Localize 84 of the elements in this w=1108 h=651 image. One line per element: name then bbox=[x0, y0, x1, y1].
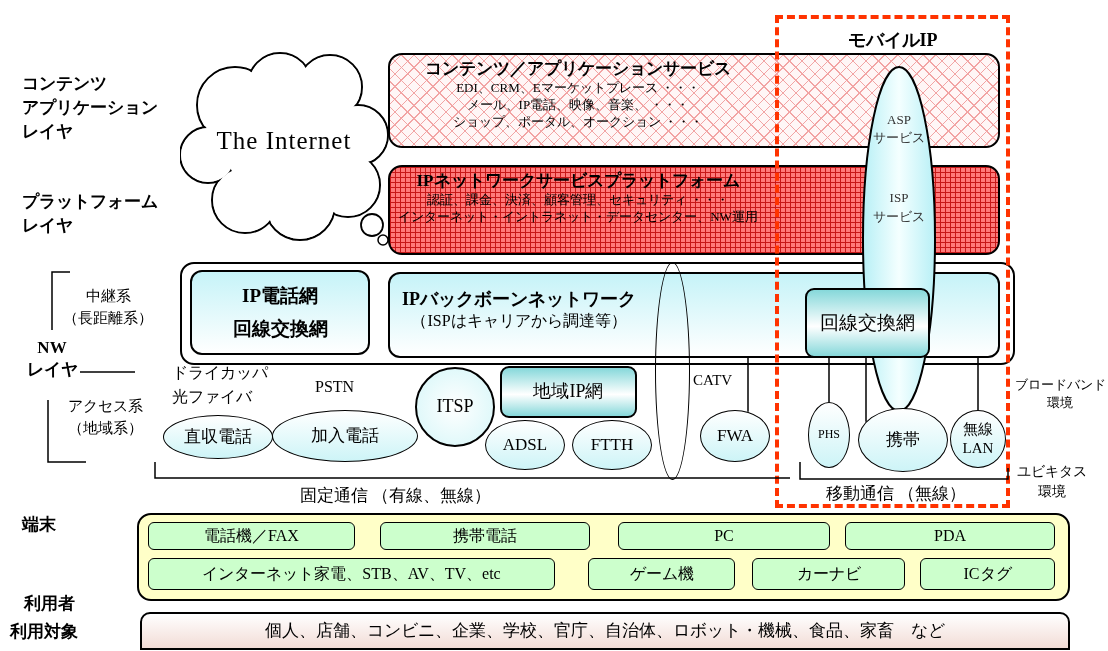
terminal-item bbox=[920, 558, 1055, 590]
layer-sublabel: 中継系 bbox=[85, 287, 131, 306]
category-label: 固定通信 （有線、無線） bbox=[300, 485, 492, 507]
connector-line bbox=[828, 357, 830, 403]
panel-heading: IPネットワークサービスプラットフォーム bbox=[416, 170, 740, 192]
environment-label: ブロードバンド bbox=[1015, 376, 1106, 394]
layer-sublabel: （地域系） bbox=[67, 419, 143, 438]
panel-text: メール、IP電話、映像、音楽、 ・・・ bbox=[466, 97, 690, 114]
access-name: 直収電話 bbox=[184, 425, 252, 448]
layer-label: NW bbox=[37, 337, 67, 359]
network-circle bbox=[415, 367, 495, 447]
access-name: FWA bbox=[717, 424, 753, 447]
terminal-name: カーナビ bbox=[796, 563, 861, 584]
access-name: FTTH bbox=[590, 433, 634, 456]
network-block bbox=[805, 288, 930, 358]
layer-label: コンテンツ bbox=[22, 73, 107, 95]
access-name: 携帯 bbox=[886, 428, 920, 451]
panel-text: インターネット・イントラネット・データセンター、NW運用 bbox=[398, 209, 758, 226]
terminal-name: ICタグ bbox=[963, 563, 1012, 584]
dashed-region bbox=[775, 15, 1010, 508]
network-panel bbox=[190, 270, 370, 355]
network-name: IP電話網 bbox=[242, 284, 318, 309]
access-name: PHS bbox=[818, 427, 840, 443]
layer-label: レイヤ bbox=[22, 215, 73, 237]
terminal-name: 電話機／FAX bbox=[204, 525, 299, 546]
terminal-item bbox=[588, 558, 735, 590]
terminal-item bbox=[148, 558, 555, 590]
service-layer-panel bbox=[388, 53, 1000, 148]
terminal-name: PDA bbox=[934, 525, 966, 546]
terminal-name: 携帯電話 bbox=[453, 525, 517, 546]
terminal-name: ゲーム機 bbox=[629, 563, 694, 584]
connector-line bbox=[977, 357, 979, 411]
panel-text: ショップ、ポータル、オークション ・・・ bbox=[452, 113, 704, 131]
access-ellipse bbox=[485, 420, 565, 470]
cloud-label: The Internet bbox=[215, 127, 353, 155]
category-label: 移動通信 （無線） bbox=[826, 483, 967, 505]
environment-label: 環境 bbox=[1038, 483, 1066, 501]
network-block bbox=[500, 366, 637, 418]
medium-label: 光ファイバ bbox=[172, 387, 252, 407]
network-name: 地域IP網 bbox=[533, 380, 604, 404]
terminal-panel bbox=[137, 513, 1070, 601]
terminal-item bbox=[380, 522, 590, 550]
access-name: ADSL bbox=[502, 433, 548, 456]
service-name: ISP bbox=[889, 190, 909, 207]
access-name: 加入電話 bbox=[311, 424, 379, 447]
row-label: 端末 bbox=[22, 514, 56, 536]
terminal-name: インターネット家電、STB、AV、TV、etc bbox=[202, 563, 501, 584]
panel-heading: コンテンツ／アプリケーションサービス bbox=[425, 58, 731, 80]
connector-line bbox=[865, 357, 867, 423]
terminal-item bbox=[845, 522, 1055, 550]
layer-sublabel: （長距離系） bbox=[63, 309, 153, 328]
terminal-item bbox=[148, 522, 355, 550]
service-name: サービス bbox=[873, 130, 925, 147]
terminal-name: PC bbox=[714, 525, 734, 546]
terminal-item bbox=[752, 558, 905, 590]
layer-label: アプリケーション bbox=[22, 97, 158, 119]
medium-label: ドライカッパ bbox=[172, 363, 268, 383]
layer-label: レイヤ bbox=[26, 359, 78, 381]
network-name: ITSP bbox=[436, 395, 474, 419]
connector-line bbox=[747, 357, 749, 413]
layer-sublabel: アクセス系 bbox=[67, 397, 143, 416]
access-name: 無線LAN bbox=[961, 419, 995, 458]
environment-label: 環境 bbox=[1047, 394, 1073, 412]
access-ellipse bbox=[950, 410, 1006, 468]
network-label: PSTN bbox=[315, 377, 355, 397]
user-bar bbox=[140, 612, 1070, 650]
terminal-item bbox=[618, 522, 830, 550]
environment-label: ユビキタス bbox=[1017, 463, 1087, 481]
panel-text: 認証、課金、決済、顧客管理、セキュリティ ・・・ bbox=[426, 192, 730, 209]
row-label: 利用対象 bbox=[10, 621, 78, 643]
network-name: IPバックボーンネットワーク bbox=[402, 288, 636, 311]
node-caption: CATV bbox=[693, 371, 733, 390]
layer-label: レイヤ bbox=[22, 121, 73, 143]
network-note: （ISPはキャリアから調達等） bbox=[411, 311, 627, 332]
service-name: ASP bbox=[887, 112, 911, 129]
row-label: 利用者 bbox=[24, 593, 75, 615]
panel-text: EDI、CRM、Eマーケットプレース ・・・ bbox=[456, 80, 700, 97]
access-ellipse bbox=[272, 410, 418, 462]
user-list: 個人、店舗、コンビニ、企業、学校、官庁、自治体、ロボット・機械、食品、家畜 など bbox=[265, 619, 945, 643]
service-name: サービス bbox=[873, 209, 925, 226]
network-name: 回線交換網 bbox=[820, 310, 915, 335]
network-name: 回線交換網 bbox=[232, 316, 328, 341]
region-title: モバイルIP bbox=[847, 29, 938, 52]
layer-label: プラットフォーム bbox=[22, 191, 158, 213]
